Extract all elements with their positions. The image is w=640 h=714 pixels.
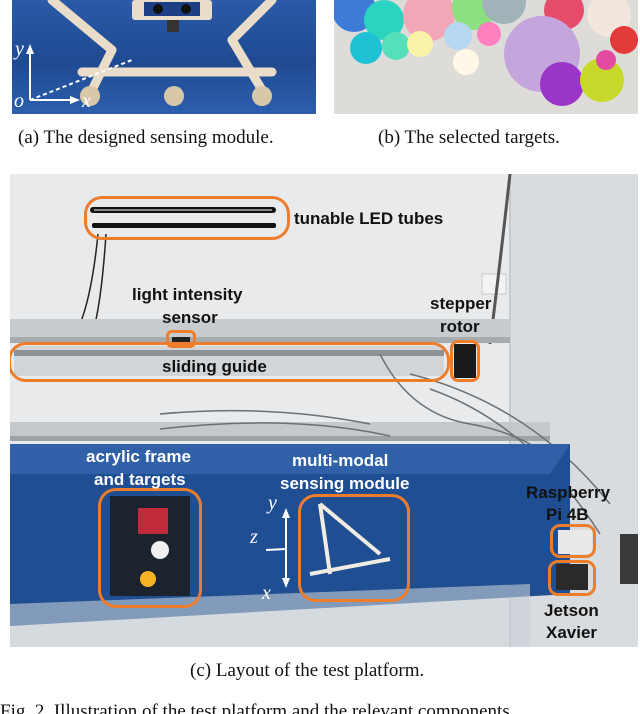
stepper-rotor-highlight [450,340,480,382]
label-multi-modal: multi-modal [292,451,389,470]
sliding-guide-highlight [10,342,450,382]
jetson-highlight [548,560,596,596]
axis-x-label-a: x [82,90,91,112]
label-led-tubes: tunable LED tubes [294,209,444,228]
axis-y-label-c: y [268,492,277,514]
panel-a-photo: y o x [12,0,316,114]
label-and-targets: and targets [94,470,186,489]
figure-caption-cutoff: Fig. 2. Illustration of the test platfor… [0,703,640,714]
label-light-intensity: light intensity [132,285,243,304]
raspberry-pi-highlight [550,524,596,558]
axis-x-label-c: x [262,582,271,604]
label-acrylic-frame: acrylic frame [86,447,191,466]
caption-panel-a: (a) The designed sensing module. [18,127,274,148]
figure-caption-text: Fig. 2. Illustration of the test platfor… [0,703,515,714]
caption-panel-c: (c) Layout of the test platform. [190,660,425,681]
sensing-module-highlight [298,494,410,602]
axis-z-label-c: z [250,526,258,548]
panel-b-photo [334,0,638,114]
label-rotor: rotor [440,317,480,336]
label-pi-4b: Pi 4B [546,505,589,524]
label-raspberry: Raspberry [526,483,611,502]
targets-illustration [334,0,638,106]
led-tubes-highlight [84,196,290,240]
axis-y-label-a: y [15,38,24,60]
test-platform-illustration [10,174,638,647]
acrylic-frame-highlight [98,488,202,608]
label-xavier: Xavier [546,623,598,642]
label-sliding-guide: sliding guide [162,357,267,376]
sensing-module-illustration [26,0,277,106]
panel-c-photo: tunable LED tubes light intensity sensor… [10,174,638,647]
axis-origin-label-a: o [14,90,24,112]
label-stepper: stepper [430,294,492,313]
light-sensor-highlight [166,330,196,348]
label-sensing-module: sensing module [280,474,410,493]
label-sensor: sensor [162,308,218,327]
label-jetson: Jetson [544,601,599,620]
caption-panel-b: (b) The selected targets. [378,127,560,148]
